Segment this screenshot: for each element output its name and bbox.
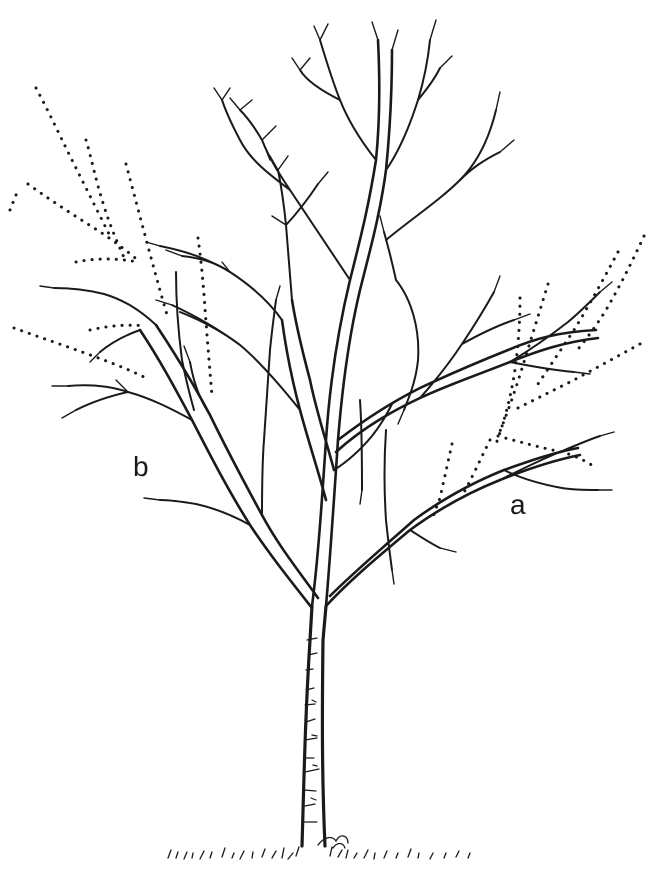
- label-b: b: [133, 451, 149, 482]
- label-a: a: [510, 489, 526, 520]
- ground-grass: [168, 836, 470, 859]
- trunk: [302, 606, 326, 846]
